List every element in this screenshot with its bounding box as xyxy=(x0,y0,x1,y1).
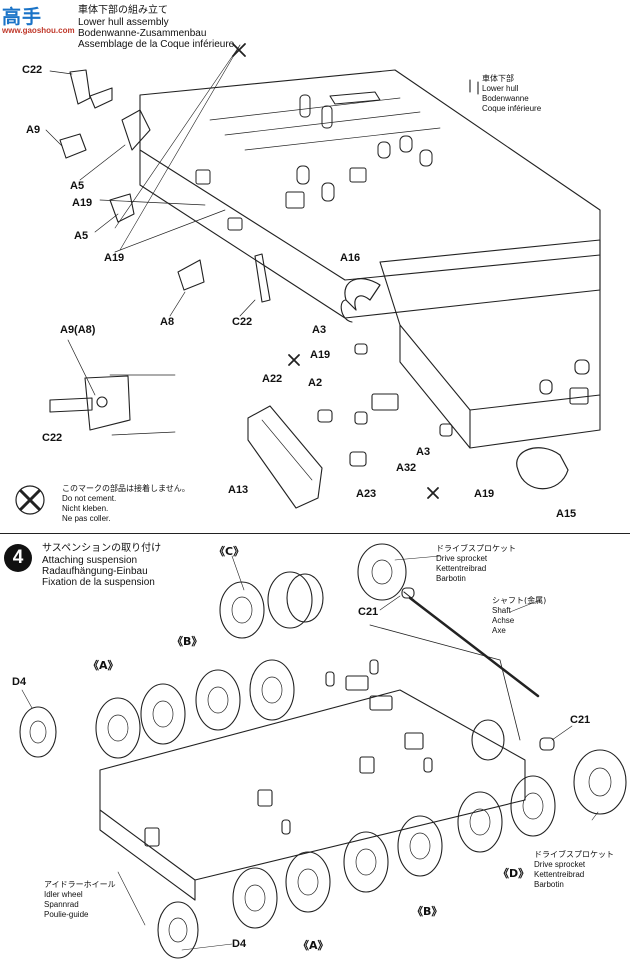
part-label: A16 xyxy=(340,252,361,264)
sprocket-bottom-de: Kettentreibrad xyxy=(534,870,585,879)
part-label: A5 xyxy=(74,230,89,242)
logo-url: www.gaoshou.com xyxy=(2,26,75,35)
part-label: A5 xyxy=(70,180,85,192)
section-divider xyxy=(0,533,630,534)
note-de: Nicht kleben. xyxy=(62,504,109,513)
part-label: A3 xyxy=(312,324,327,336)
sprocket-bottom-fr: Barbotin xyxy=(534,880,564,889)
step4-title-de: Radaufhängung-Einbau xyxy=(42,566,148,577)
sprocket-bottom-jp: ドライブスプロケット xyxy=(534,850,614,859)
step4-title-fr: Fixation de la suspension xyxy=(42,577,155,588)
part-label: 《D》 xyxy=(498,867,530,880)
callout-lower-hull-jp: 車体下部 xyxy=(482,74,514,83)
logo-mark: 高手 xyxy=(2,6,43,28)
step4-title-en: Attaching suspension xyxy=(42,555,138,566)
part-label: 《A》 xyxy=(298,939,329,952)
part-label: A19 xyxy=(104,252,125,264)
callout-lower-hull-en: Lower hull xyxy=(482,84,519,93)
part-label: 《B》 xyxy=(172,635,203,648)
shaft-fr: Axe xyxy=(492,626,506,635)
chassis-plane xyxy=(99,689,526,881)
idler-de: Spannrad xyxy=(44,900,79,909)
part-label: 《C》 xyxy=(214,545,245,558)
note-en: Do not cement. xyxy=(62,494,117,503)
detail-label: A9(A8) xyxy=(60,324,96,336)
idler-jp: アイドラーホイール xyxy=(44,880,116,889)
part-label: 《A》 xyxy=(88,659,119,672)
part-label: A19 xyxy=(72,197,93,209)
part-label: A2 xyxy=(308,377,323,389)
part-label: C22 xyxy=(22,64,43,76)
part-label: C21 xyxy=(358,606,379,618)
part-label: A19 xyxy=(310,349,331,361)
sprocket-top-en: Drive sprocket xyxy=(436,554,488,563)
hull-side-plane xyxy=(139,149,601,319)
step3-title-jp: 車体下部の組み立て xyxy=(78,5,168,16)
part-label: D4 xyxy=(232,938,247,950)
no-cement-icon xyxy=(15,485,45,515)
part-label: C21 xyxy=(570,714,591,726)
step3-title-en: Lower hull assembly xyxy=(78,17,169,28)
part-label: A32 xyxy=(396,462,417,474)
sprocket-bottom-en: Drive sprocket xyxy=(534,860,586,869)
shaft-de: Achse xyxy=(492,616,515,625)
part-label: A15 xyxy=(556,508,577,520)
step4-title-jp: サスペンションの取り付け xyxy=(42,543,162,554)
step-number-badge: 4 xyxy=(4,544,32,572)
part-label: A13 xyxy=(228,484,249,496)
part-label: 《B》 xyxy=(412,905,443,918)
step3-title-fr: Assemblage de la Coque inférieure xyxy=(78,39,235,50)
part-label: D4 xyxy=(12,676,27,688)
callout-lower-hull-fr: Coque inférieure xyxy=(482,104,542,113)
callout-lower-hull-de: Bodenwanne xyxy=(482,94,529,103)
step3-title-de: Bodenwanne-Zusammenbau xyxy=(78,28,207,39)
idler-fr: Poulie-guide xyxy=(44,910,89,919)
sprocket-top-fr: Barbotin xyxy=(436,574,466,583)
part-label: A8 xyxy=(160,316,175,328)
part-label: A9 xyxy=(26,124,41,136)
note-jp: このマークの部品は接着しません。 xyxy=(62,484,190,493)
part-label: A3 xyxy=(416,446,431,458)
part-label: A23 xyxy=(356,488,377,500)
part-label: A22 xyxy=(262,373,283,385)
sprocket-top-jp: ドライブスプロケット xyxy=(436,544,516,553)
idler-en: Idler wheel xyxy=(44,890,83,899)
part-label: C22 xyxy=(232,316,253,328)
shaft-en: Shaft xyxy=(492,606,511,615)
detail-label: C22 xyxy=(42,432,63,444)
part-label: A19 xyxy=(474,488,495,500)
site-logo: 高手 www.gaoshou.com xyxy=(2,2,80,35)
shaft-jp: シャフト(金属) xyxy=(492,596,547,605)
note-fr: Ne pas coller. xyxy=(62,514,111,523)
sprocket-top-de: Kettentreibrad xyxy=(436,564,487,573)
